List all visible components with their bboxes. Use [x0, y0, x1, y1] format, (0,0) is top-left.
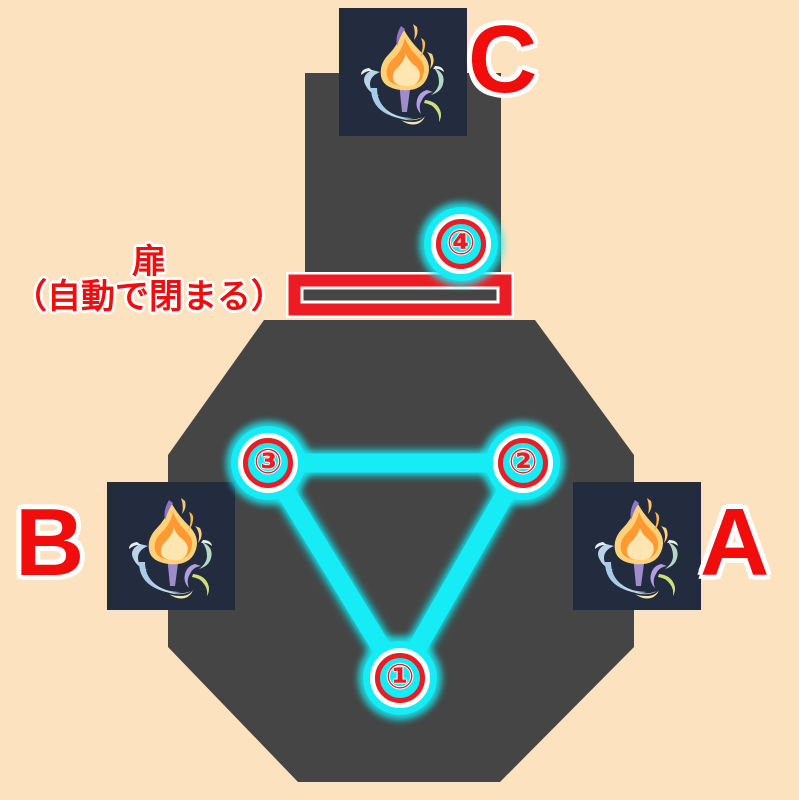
marker-ring: ③	[238, 433, 298, 493]
room-label-b: B	[15, 489, 85, 596]
marker-2[interactable]: ②	[486, 426, 560, 500]
marker-ring-inner: ②	[498, 438, 548, 488]
door-label-sub: （自動で閉まる）	[13, 277, 285, 318]
torch-flame-icon	[573, 482, 701, 610]
marker-ring-inner: ③	[243, 438, 293, 488]
marker-number: ②	[508, 442, 538, 482]
torch-flame-icon	[339, 8, 467, 136]
marker-ring: ①	[370, 648, 430, 708]
door-label-main: 扉	[132, 242, 166, 282]
marker-ring: ②	[493, 433, 553, 493]
auto-closing-door[interactable]	[286, 272, 514, 318]
torch-icon-room-a[interactable]	[573, 482, 701, 610]
marker-1[interactable]: ①	[363, 641, 437, 715]
marker-4[interactable]: ④	[424, 207, 498, 281]
marker-ring-inner: ④	[436, 219, 486, 269]
marker-number: ③	[253, 442, 283, 482]
room-label-c: C	[468, 6, 538, 113]
marker-number: ④	[446, 223, 476, 263]
marker-ring: ④	[431, 214, 491, 274]
torch-flame-icon	[107, 482, 235, 610]
marker-number: ①	[385, 657, 415, 697]
torch-icon-room-c[interactable]	[339, 8, 467, 136]
marker-3[interactable]: ③	[231, 426, 305, 500]
torch-icon-room-b[interactable]	[107, 482, 235, 610]
room-label-a: A	[700, 489, 770, 596]
marker-ring-inner: ①	[375, 653, 425, 703]
torch-route	[258, 453, 533, 688]
door-annotation: 扉 （自動で閉まる）	[6, 242, 292, 318]
